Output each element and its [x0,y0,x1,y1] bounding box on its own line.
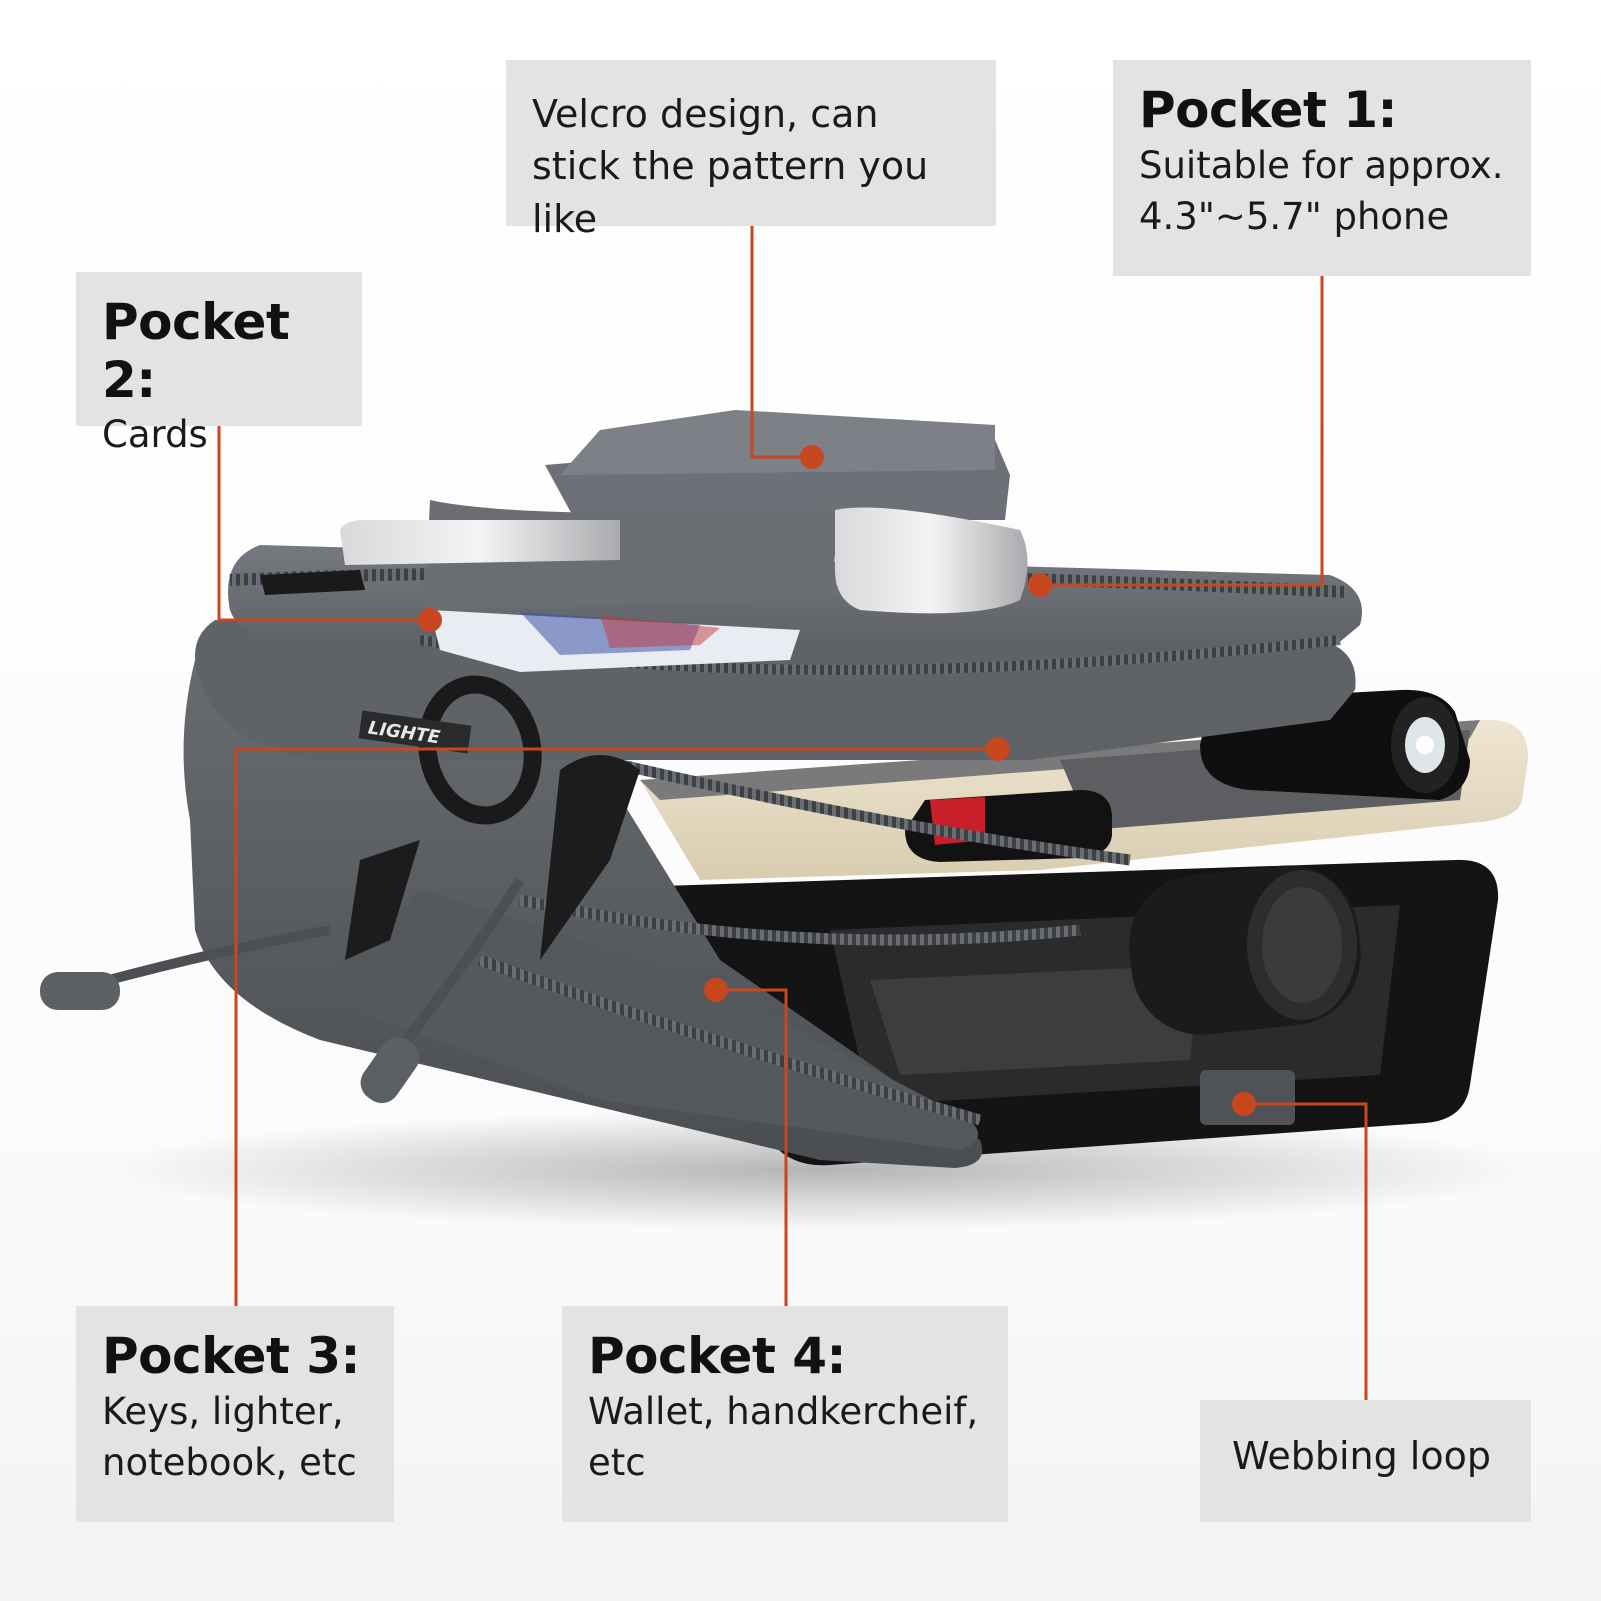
leader-velcro [750,226,812,459]
dot-pocket3 [986,737,1010,761]
leader-webbing [1244,1102,1368,1400]
pocket-3-title: Pocket 3: [102,1327,361,1385]
dot-pocket2 [418,608,442,632]
callout-pocket-1: Pocket 1: Suitable for approx. 4.3"~5.7"… [1113,60,1531,276]
leader-pocket4 [716,988,788,1306]
leader-pocket2 [217,426,430,622]
webbing-loop-description: Webbing loop [1232,1434,1491,1478]
leader-lines [217,226,1368,1400]
power-bank [1129,865,1361,1035]
brand-tab: LIGHTE [358,710,472,754]
pocket-3-description: Keys, lighter, notebook, etc [102,1389,357,1484]
dot-pocket4 [704,978,728,1002]
callout-velcro: Velcro design, can stick the pattern you… [506,60,996,241]
velcro-description: Velcro design, can stick the pattern you… [532,92,929,241]
pocket-1-description: Suitable for approx. 4.3"~5.7" phone [1139,143,1504,238]
leader-pocket1 [1040,276,1324,587]
pocket-2-description: Cards [102,413,208,456]
pocket-4-title: Pocket 4: [588,1327,847,1385]
leader-dots [418,445,1256,1116]
callout-webbing-loop: Webbing loop [1200,1400,1531,1522]
dot-pocket1 [1028,573,1052,597]
dot-webbing [1232,1092,1256,1116]
pocket-1-title: Pocket 1: [1139,81,1398,139]
pocket-2-title: Pocket 2: [102,293,290,409]
dot-velcro [800,445,824,469]
pocket-4-description: Wallet, handkercheif, etc [588,1389,979,1484]
callout-pocket-4: Pocket 4: Wallet, handkercheif, etc [562,1306,1008,1522]
leader-pocket3 [234,747,998,1306]
callout-pocket-2: Pocket 2: Cards [76,272,362,456]
callout-pocket-3: Pocket 3: Keys, lighter, notebook, etc [76,1306,394,1522]
